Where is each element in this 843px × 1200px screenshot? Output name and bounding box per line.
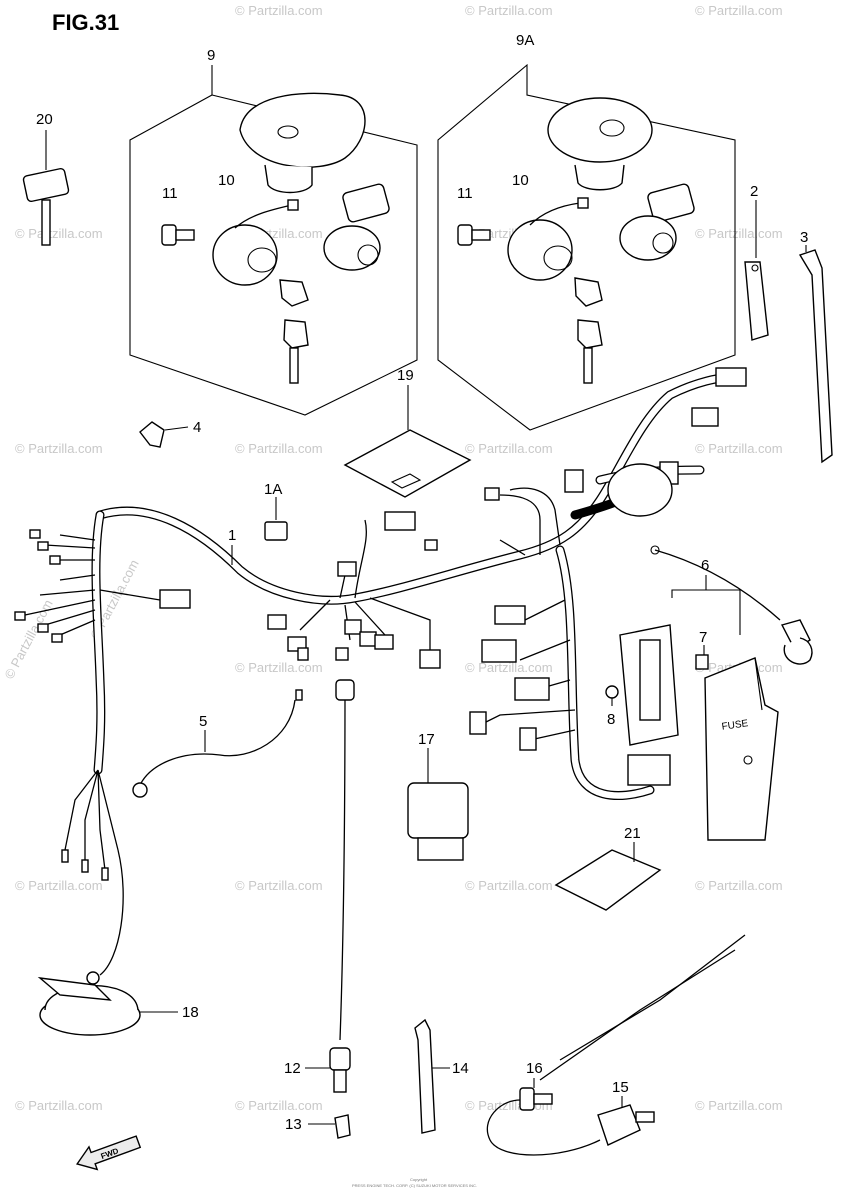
watermark-group: © Partzilla.com © Partzilla.com © Partzi…: [1, 3, 782, 1113]
callout-label: 1A: [264, 481, 282, 498]
copyright-line-1: Copyright: [410, 1177, 428, 1182]
relay-17: [407, 748, 469, 861]
callout-label: 11: [457, 185, 473, 202]
callout-label: 20: [36, 111, 53, 128]
screw-8: [605, 685, 619, 706]
callout-label: 14: [452, 1060, 469, 1077]
watermark: © Partzilla.com: [235, 878, 323, 893]
watermark: © Partzilla.com: [695, 441, 783, 456]
main-wiring-harness-1: [14, 367, 747, 881]
callout-label: 9: [207, 47, 215, 64]
callout-label: 8: [607, 711, 615, 728]
lead-wire-5: [132, 689, 303, 798]
relay-1A: [264, 497, 288, 541]
clamp-4: [139, 421, 189, 448]
callout-label: 4: [193, 419, 201, 436]
washer-13: [308, 1114, 351, 1139]
watermark: © Partzilla.com: [235, 660, 323, 675]
watermark: © Partzilla.com: [235, 3, 323, 18]
callout-numbers: 9 9A 20 11 10 11 10 2 3 19 4 1A 1 6 7 8 …: [36, 32, 808, 1133]
watermark: © Partzilla.com: [235, 441, 323, 456]
clamp-14: [414, 1018, 450, 1134]
bolt-16: [519, 1078, 553, 1111]
callout-label: 9A: [516, 32, 534, 49]
callout-label: 17: [418, 731, 435, 748]
watermark: © Partzilla.com: [695, 878, 783, 893]
horn-18: [37, 849, 178, 1036]
callout-label: 6: [701, 557, 709, 574]
bracket-2: [744, 200, 769, 341]
watermark: © Partzilla.com: [695, 226, 783, 241]
callout-label: 5: [199, 713, 207, 730]
callout-label: 13: [285, 1116, 302, 1133]
callout-label: 18: [182, 1004, 199, 1021]
watermark: © Partzilla.com: [465, 660, 553, 675]
watermark: © Partzilla.com: [15, 878, 103, 893]
clamp-band-3: [798, 245, 833, 464]
callout-label: 21: [624, 825, 641, 842]
watermark: © Partzilla.com: [465, 878, 553, 893]
watermark: © Partzilla.com: [15, 226, 103, 241]
callout-label: 11: [162, 185, 178, 202]
watermark: © Partzilla.com: [695, 1098, 783, 1113]
callout-label: 10: [218, 172, 235, 189]
key-blank-20: [22, 130, 70, 246]
watermark: © Partzilla.com: [465, 3, 553, 18]
copyright-line-2: PRESS ENGINE TECH. CORP. (C) SUZUKI MOTO…: [352, 1183, 477, 1188]
figure-title: FIG.31: [52, 10, 119, 35]
sensor-cable-15: [486, 934, 746, 1156]
forward-direction-arrow: FWD: [75, 1135, 142, 1171]
watermark: © Partzilla.com: [235, 1098, 323, 1113]
callout-label: 19: [397, 367, 414, 384]
watermark: © Partzilla.com: [15, 1098, 103, 1113]
callout-label: 16: [526, 1060, 543, 1077]
callout-label: 10: [512, 172, 529, 189]
callout-label: 3: [800, 229, 808, 246]
watermark: © Partzilla.com: [465, 441, 553, 456]
callout-label: 2: [750, 183, 758, 200]
ignition-switch-kit-9: [129, 65, 418, 416]
fuse-box-6: FUSE: [619, 545, 813, 841]
label-sheet-19: [343, 385, 472, 498]
fuse-7: [695, 645, 709, 670]
callout-label: 12: [284, 1060, 301, 1077]
watermark: © Partzilla.com: [695, 3, 783, 18]
ignition-switch-kit-9A: [437, 63, 736, 431]
fuse-cover-label: FUSE: [721, 718, 749, 733]
callout-label: 15: [612, 1079, 629, 1096]
callout-label: 7: [699, 629, 707, 646]
watermark: © Partzilla.com: [15, 441, 103, 456]
label-21: [554, 842, 662, 911]
neutral-switch-12: [305, 679, 355, 1093]
callout-label: 1: [228, 527, 236, 544]
